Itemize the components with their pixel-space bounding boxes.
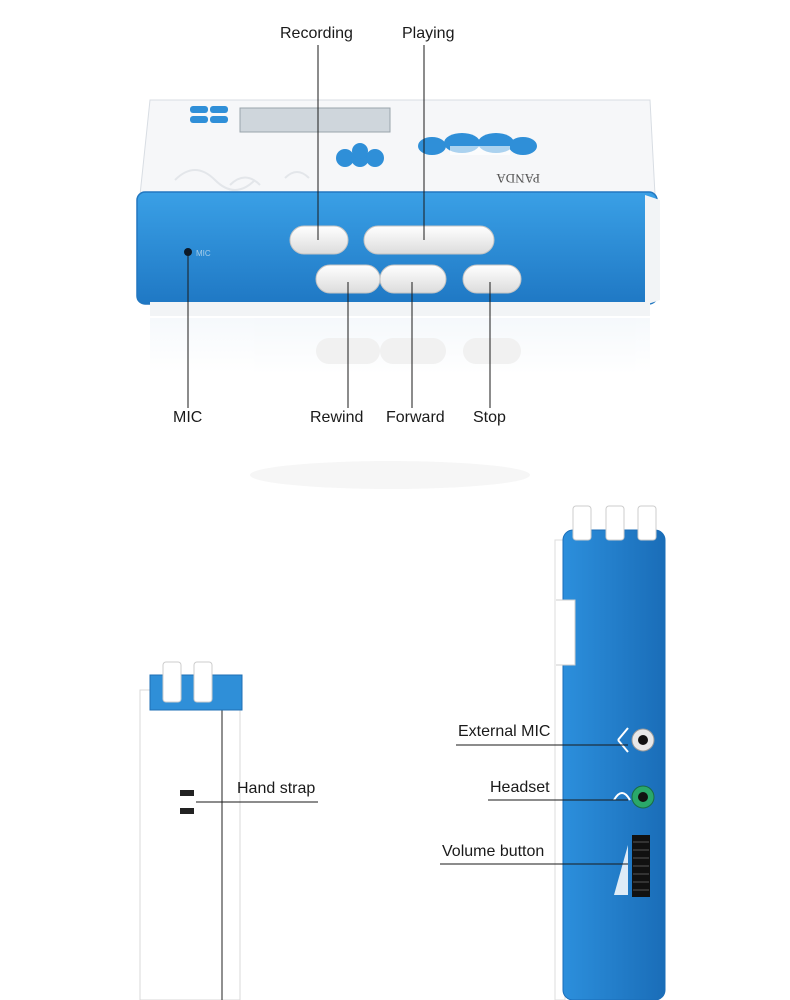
brand-logo: PANDA xyxy=(496,171,540,186)
headphone-icon xyxy=(613,792,631,801)
flower-button-large xyxy=(418,133,537,155)
rewind-label: Rewind xyxy=(310,409,364,426)
face-key xyxy=(190,106,208,113)
stop-label: Stop xyxy=(473,409,506,426)
forward-label: Forward xyxy=(386,409,445,426)
face-key xyxy=(210,116,228,123)
belt-clip xyxy=(637,505,657,541)
device-side-left xyxy=(139,661,318,1000)
mic-print: MIC xyxy=(196,249,211,258)
floral-decoration xyxy=(174,169,310,191)
volume-button-label: Volume button xyxy=(442,843,545,860)
playing-label: Playing xyxy=(402,25,455,42)
headset-label: Headset xyxy=(490,779,550,796)
leader-lines-top xyxy=(187,45,491,408)
stop-button[interactable] xyxy=(462,264,522,294)
belt-clip xyxy=(605,505,625,541)
device-right-edge xyxy=(645,195,660,305)
mic-symbol-icon xyxy=(617,727,629,753)
belt-clip xyxy=(162,661,182,703)
right-side-blue-body xyxy=(562,529,666,1000)
device-top-face xyxy=(139,99,656,196)
recording-button[interactable] xyxy=(289,225,349,255)
belt-clip xyxy=(572,505,592,541)
strap-slot xyxy=(180,808,194,814)
left-side-body xyxy=(139,689,241,1000)
device-bottom-edge xyxy=(150,302,650,316)
device-side-right xyxy=(440,505,666,1000)
device-reflection xyxy=(150,318,650,373)
belt-clip xyxy=(193,661,213,703)
recording-label: Recording xyxy=(280,25,353,42)
floor-shadow xyxy=(250,461,530,489)
hand-strap-label: Hand strap xyxy=(237,780,316,797)
volume-wedge-icon xyxy=(614,845,628,895)
forward-button[interactable] xyxy=(379,264,447,294)
face-key xyxy=(210,106,228,113)
flower-button-small xyxy=(336,143,384,167)
mic-label: MIC xyxy=(173,409,203,426)
lcd-screen xyxy=(239,107,391,133)
playing-button[interactable] xyxy=(363,225,495,255)
face-key xyxy=(190,116,208,123)
external-mic-label: External MIC xyxy=(458,723,551,740)
device-top-view: PANDA MIC xyxy=(136,99,660,316)
strap-slot xyxy=(180,790,194,796)
